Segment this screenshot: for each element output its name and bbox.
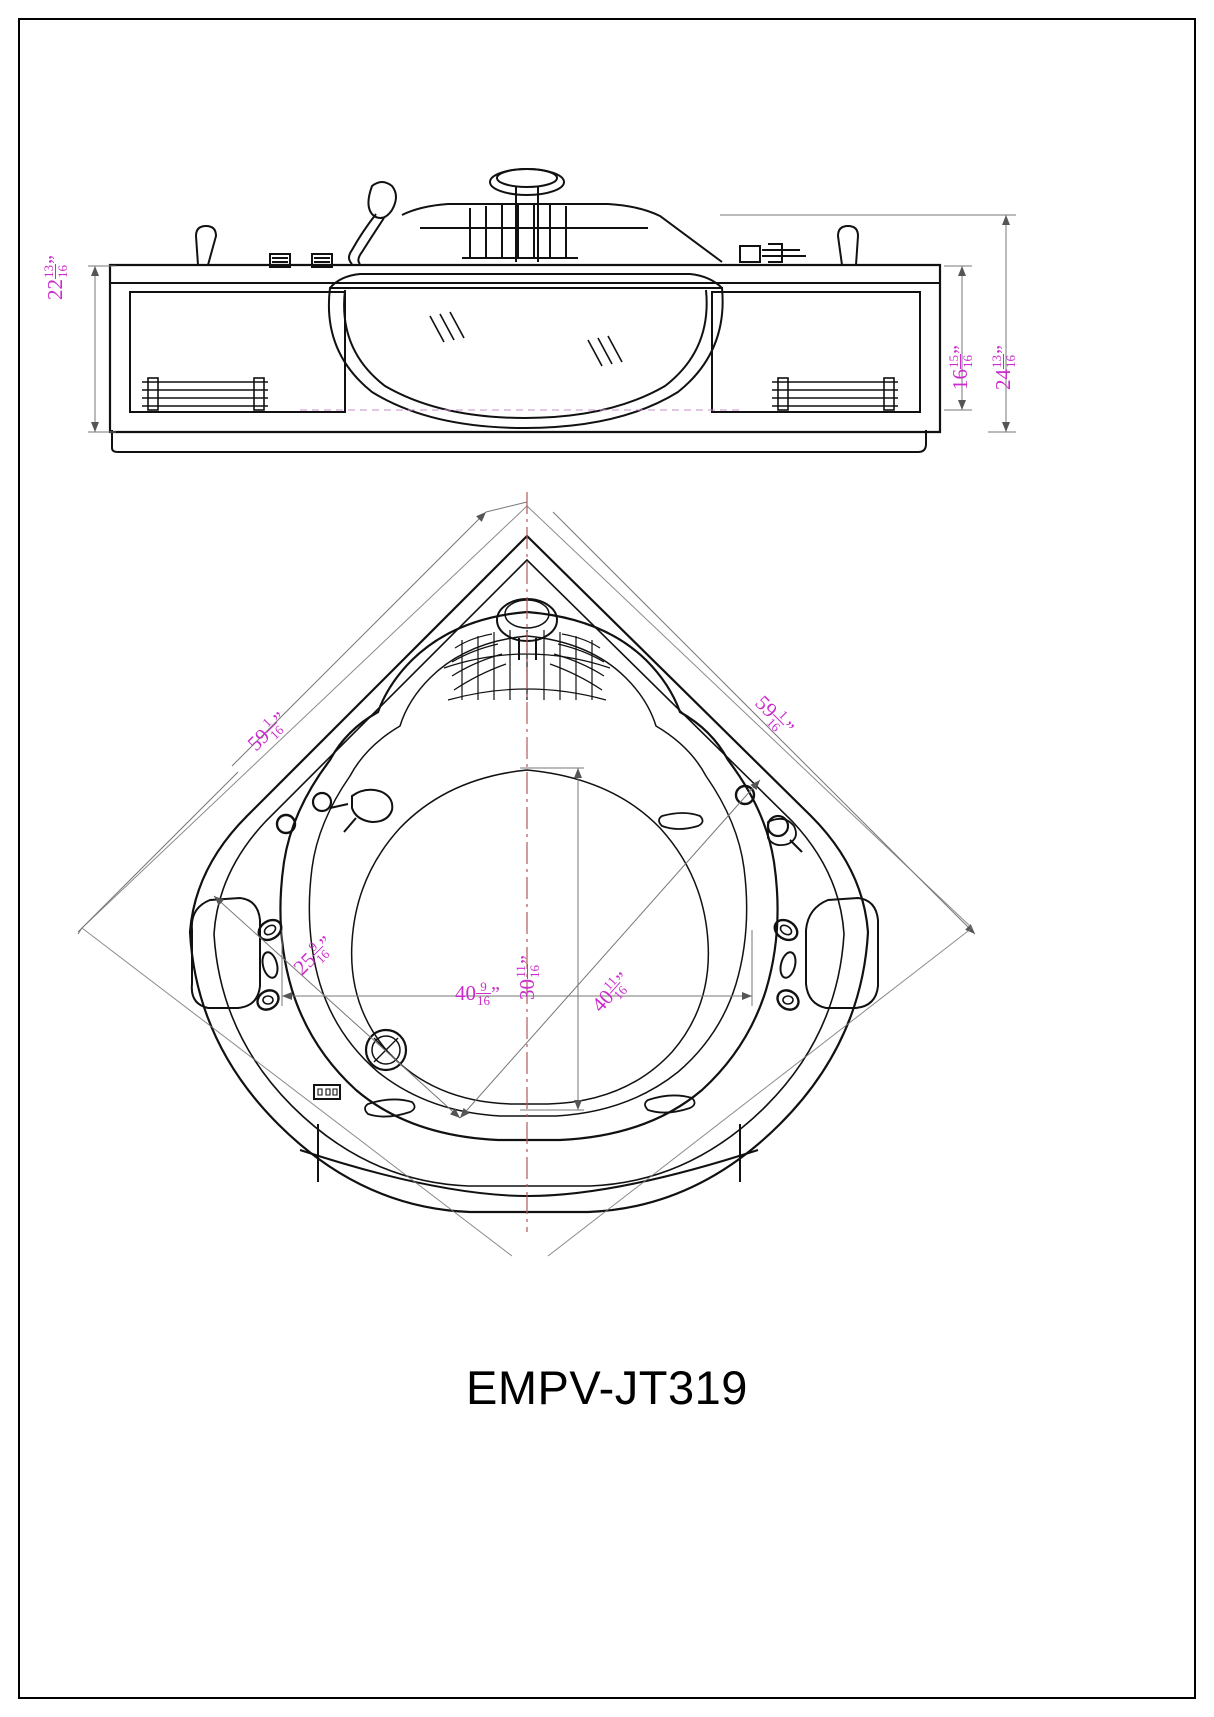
front-view-dimension-lines: [88, 214, 1016, 433]
page-title: EMPV-JT319: [466, 1361, 748, 1414]
front-elevation-group: [108, 168, 942, 453]
plan-view-dimension-lines: [77, 501, 976, 1257]
page-border: [18, 18, 1196, 1699]
plan-view-group: [188, 534, 879, 1214]
